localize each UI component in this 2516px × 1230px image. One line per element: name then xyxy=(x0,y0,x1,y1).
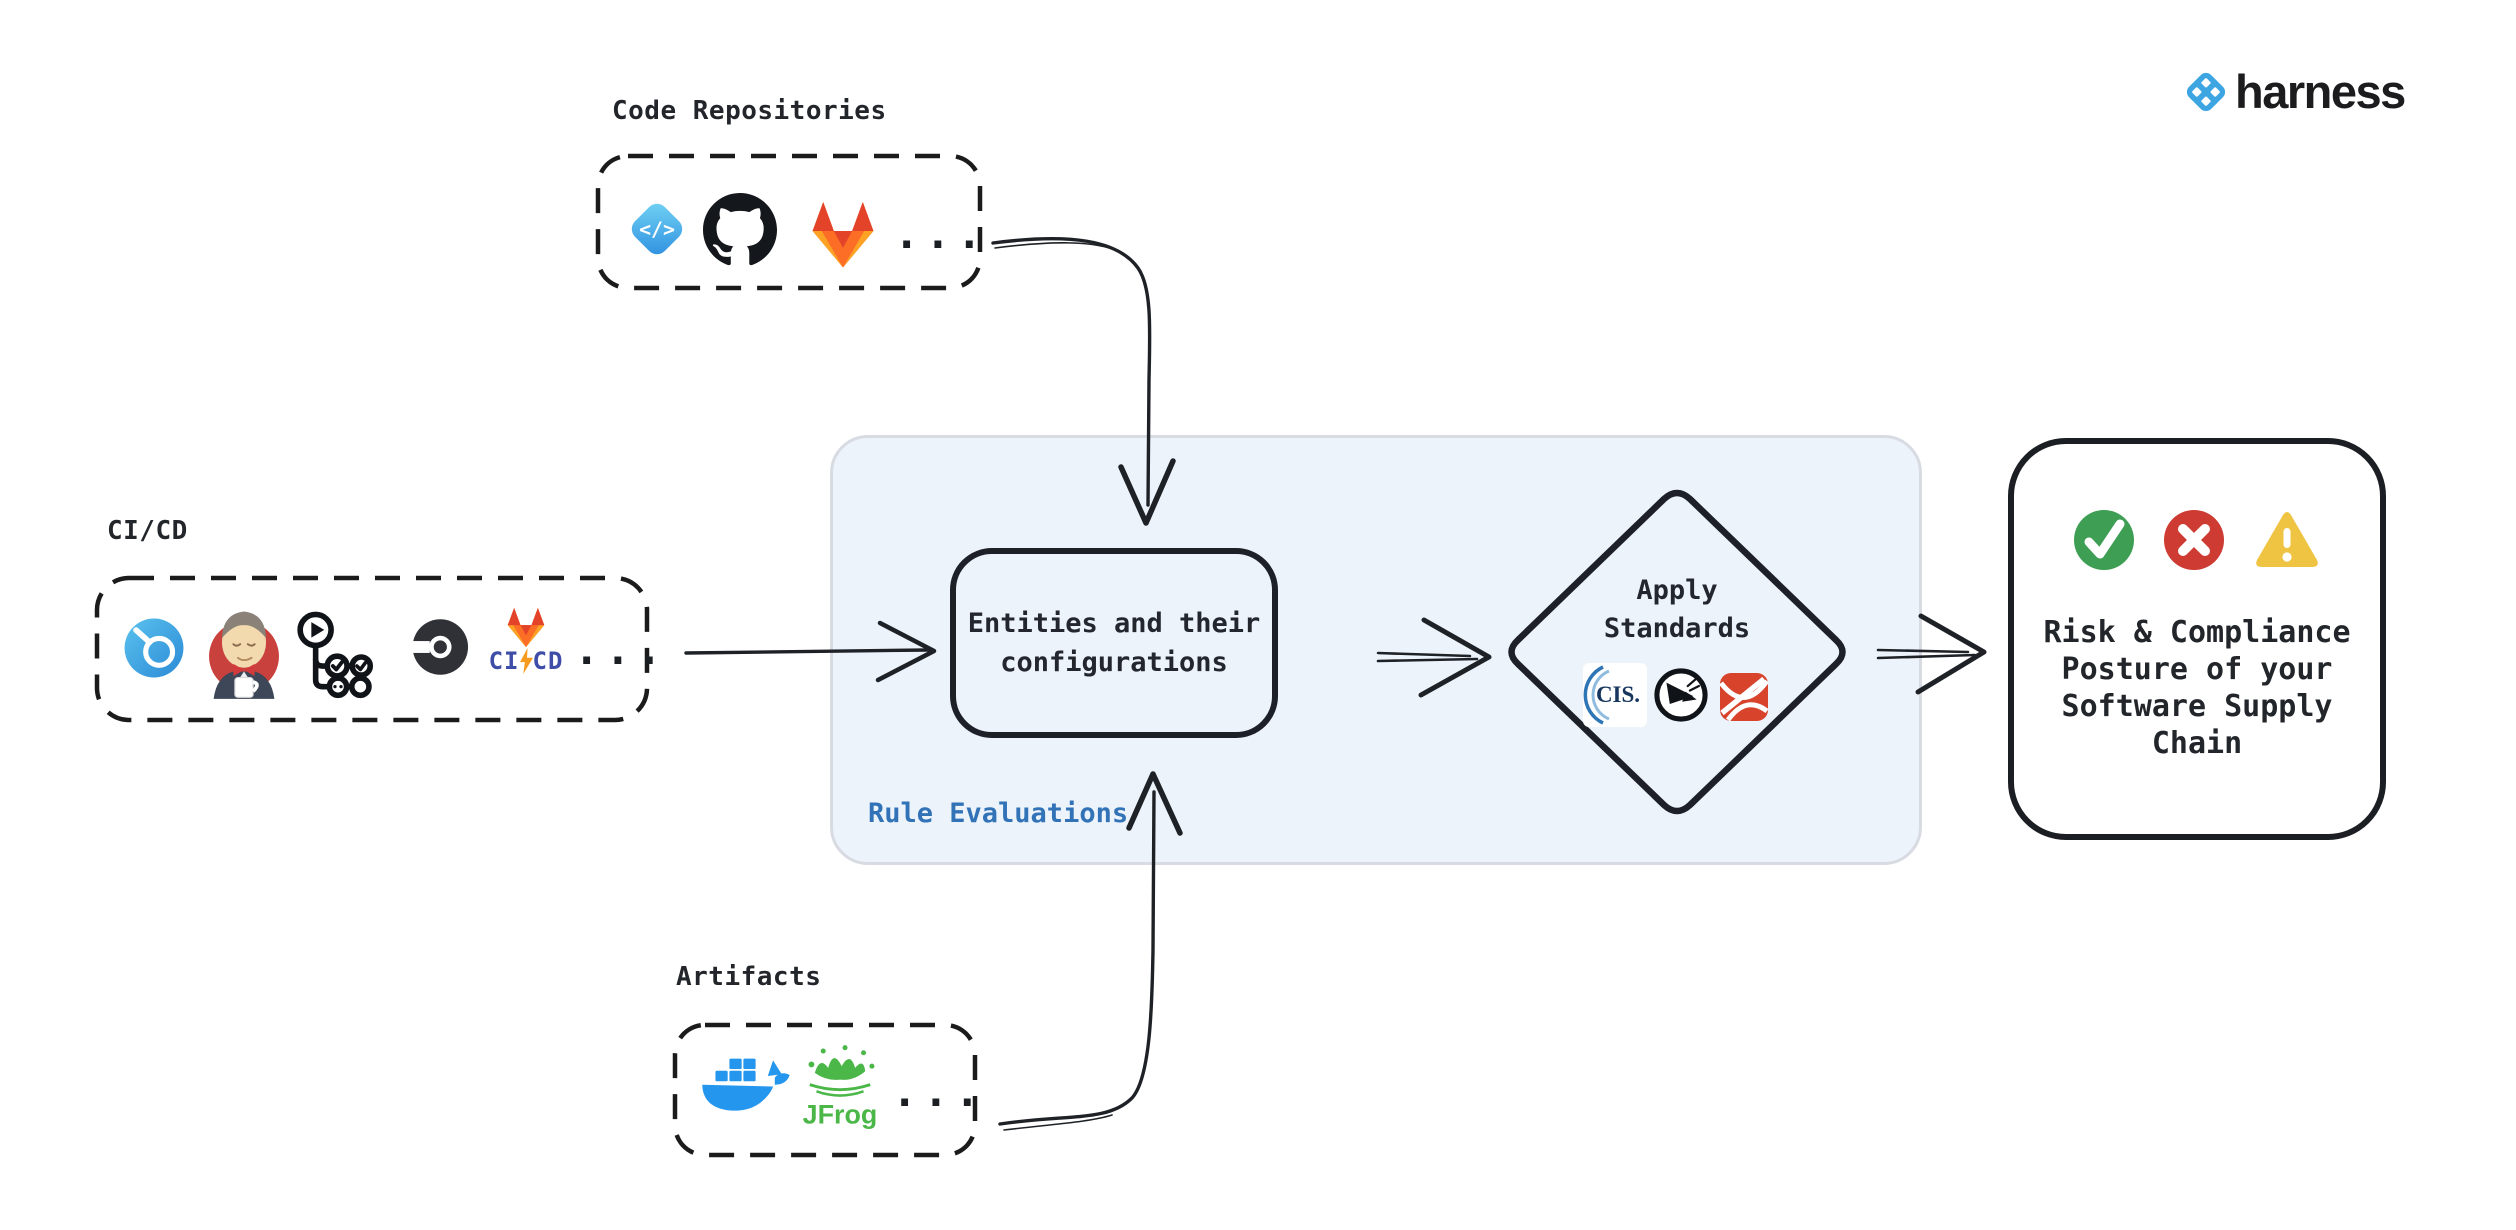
github-actions-icon xyxy=(297,611,374,699)
jfrog-icon: JFrog xyxy=(803,1045,878,1129)
gitlab-fox-icon xyxy=(507,607,545,648)
code-repo-icon: </> xyxy=(631,203,683,255)
pass-icon xyxy=(2074,510,2134,570)
cicd-label: CI/CD xyxy=(107,516,188,546)
status-icons-row xyxy=(2074,510,2320,570)
jenkins-icon xyxy=(209,611,279,699)
warning-icon xyxy=(2256,512,2318,567)
entities-text: Entities and their configurations xyxy=(967,608,1261,678)
artifacts-more: ... xyxy=(892,1067,986,1116)
cis-arcs xyxy=(1583,665,1610,725)
artifacts-label: Artifacts xyxy=(676,962,822,992)
code-repositories-label: Code Repositories xyxy=(612,96,887,126)
rule-evaluations-label: Rule Evaluations xyxy=(868,798,1129,829)
harness-logo: harness xyxy=(2183,65,2406,118)
gitlab-cd-text: CD xyxy=(532,647,564,675)
code-repositories-more: ... xyxy=(894,209,988,258)
docker-icon xyxy=(702,1058,790,1111)
harness-ci-icon xyxy=(124,618,184,678)
gitlab-icon xyxy=(812,202,874,268)
svg-text:</>: </> xyxy=(639,218,675,241)
harness-icon xyxy=(2186,72,2226,111)
harness-wordmark: harness xyxy=(2235,65,2406,118)
outcome-text: Risk & Compliance Posture of your Softwa… xyxy=(2043,615,2351,761)
outcome-box: Risk & Compliance Posture of your Softwa… xyxy=(2008,438,2386,840)
lightning-icon xyxy=(519,648,533,674)
red-ribbon-standard-icon xyxy=(1720,673,1768,721)
owasp-icon xyxy=(1654,668,1708,722)
gitlab-ci-text: CI xyxy=(488,647,520,675)
gitlab-cicd-icon: CI CD xyxy=(486,606,566,674)
cicd-more: ... xyxy=(574,625,668,674)
jfrog-wordmark: JFrog xyxy=(803,1099,878,1129)
fail-icon xyxy=(2164,510,2224,570)
entities-box: Entities and their configurations xyxy=(950,548,1278,738)
gitlab-cicd-text: CI CD xyxy=(489,648,564,674)
cis-icon: CIS. xyxy=(1583,663,1647,727)
github-icon xyxy=(703,193,777,266)
apply-standards-text: Apply Standards xyxy=(1603,575,1751,644)
circleci-icon xyxy=(406,619,469,675)
